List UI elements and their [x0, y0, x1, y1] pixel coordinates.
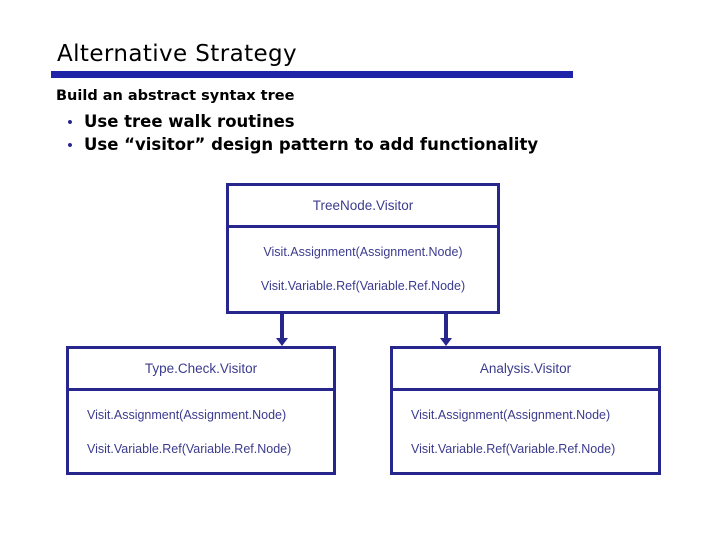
inheritance-arrow-left: [275, 313, 289, 346]
uml-class-box-analysisvisitor: Analysis.Visitor Visit.Assignment(Assign…: [390, 346, 661, 475]
arrow-head-icon: [440, 338, 452, 346]
list-item: • Use tree walk routines: [56, 112, 676, 135]
list-item-label: Use “visitor” design pattern to add func…: [84, 135, 539, 154]
bullet-icon: •: [67, 114, 73, 131]
uml-method: Visit.Variable.Ref(Variable.Ref.Node): [411, 442, 616, 456]
lead-line-text: Build an abstract syntax tree: [56, 88, 295, 104]
uml-class-name: Type.Check.Visitor: [69, 349, 333, 391]
uml-class-box-typecheckvisitor: Type.Check.Visitor Visit.Assignment(Assi…: [66, 346, 336, 475]
uml-method-compartment: Visit.Assignment(Assignment.Node) Visit.…: [229, 228, 497, 310]
title-underline-rule: [51, 71, 573, 78]
bullet-list: • Use tree walk routines • Use “visitor”…: [56, 112, 676, 158]
uml-method: Visit.Assignment(Assignment.Node): [263, 245, 463, 259]
arrow-stem: [444, 313, 448, 339]
page-title: Alternative Strategy: [57, 41, 298, 67]
arrow-stem: [280, 313, 284, 339]
bullet-icon: •: [67, 137, 73, 154]
uml-method: Visit.Assignment(Assignment.Node): [87, 408, 287, 422]
list-item: • Use “visitor” design pattern to add fu…: [56, 135, 676, 158]
list-item-label: Use tree walk routines: [84, 112, 295, 131]
uml-class-box-root: TreeNode.Visitor Visit.Assignment(Assign…: [226, 183, 500, 314]
uml-method: Visit.Variable.Ref(Variable.Ref.Node): [87, 442, 292, 456]
uml-class-name: Analysis.Visitor: [393, 349, 658, 391]
uml-method: Visit.Assignment(Assignment.Node): [411, 408, 611, 422]
uml-method-compartment: Visit.Assignment(Assignment.Node) Visit.…: [393, 391, 658, 473]
uml-method: Visit.Variable.Ref(Variable.Ref.Node): [260, 279, 466, 293]
uml-class-name: TreeNode.Visitor: [229, 186, 497, 228]
inheritance-arrow-right: [439, 313, 453, 346]
uml-method-compartment: Visit.Assignment(Assignment.Node) Visit.…: [69, 391, 333, 473]
arrow-head-icon: [276, 338, 288, 346]
